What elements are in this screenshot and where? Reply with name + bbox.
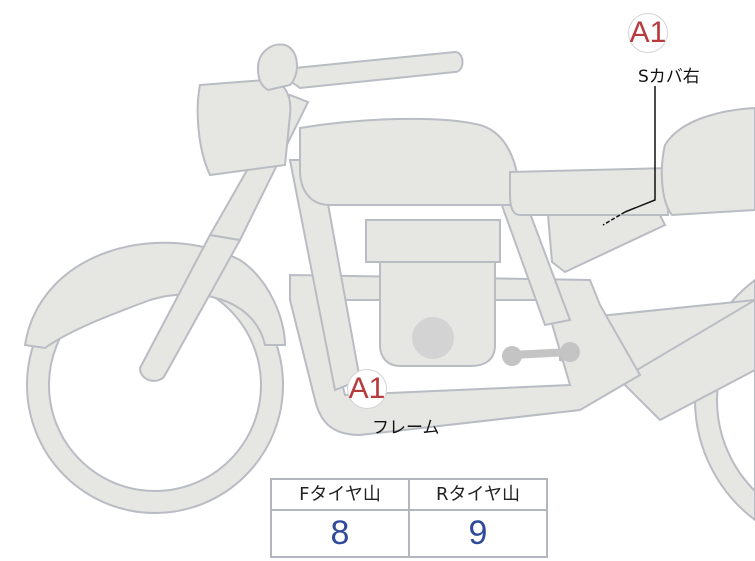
value-front-tire-tread: 8 — [270, 509, 410, 558]
fuel-tank — [299, 117, 522, 206]
label-frame: フレーム — [372, 418, 440, 438]
engine-cover — [412, 317, 454, 359]
damage-badge-frame: A1 — [347, 369, 387, 409]
seat — [509, 166, 672, 216]
header-rear-tire-tread: Rタイヤ山 — [408, 478, 548, 511]
tire-tread-table: Fタイヤ山 Rタイヤ山 8 9 — [270, 478, 548, 558]
header-front-tire-tread: Fタイヤ山 — [270, 478, 410, 511]
label-side-cover-right: Sカバ右 — [638, 67, 700, 87]
headlight — [196, 78, 292, 177]
damage-badge-side-cover: A1 — [628, 13, 668, 53]
footpeg — [502, 342, 580, 366]
leader-line — [602, 86, 656, 226]
mirror-mount — [256, 43, 298, 92]
handlebar — [272, 50, 464, 90]
engine-top — [365, 219, 501, 263]
value-rear-tire-tread: 9 — [408, 509, 548, 558]
rear-cowl — [660, 106, 755, 217]
rear-frame — [618, 298, 755, 422]
front-fork — [138, 233, 242, 382]
engine-block — [379, 261, 496, 367]
